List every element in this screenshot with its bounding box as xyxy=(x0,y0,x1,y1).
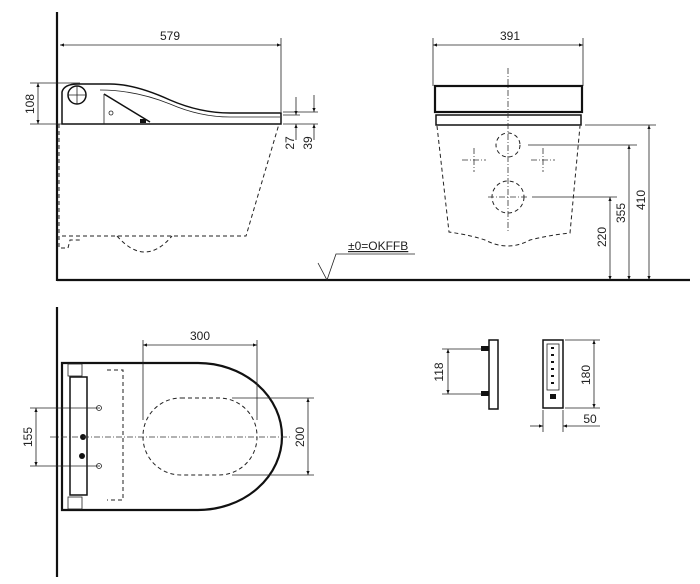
dim-label-410: 410 xyxy=(634,190,648,210)
dim-label-108: 108 xyxy=(23,94,37,114)
dim-label-118: 118 xyxy=(432,362,446,381)
remote-side xyxy=(488,339,499,410)
dim-label-579: 579 xyxy=(160,29,180,43)
front-view: 391 410 355 220 xyxy=(432,29,656,280)
dim-label-155: 155 xyxy=(21,427,35,447)
seat-ring xyxy=(435,114,582,126)
bowl-front-outline xyxy=(436,125,581,247)
floor-reference-label: ±0=OKFFB xyxy=(348,239,408,253)
dim-label-27: 27 xyxy=(283,136,297,150)
seat-unit xyxy=(61,83,282,125)
dim-label-180: 180 xyxy=(579,365,593,385)
hinge-block xyxy=(69,376,88,496)
remote-control-views: 118 180 50 xyxy=(432,339,600,432)
dim-label-50: 50 xyxy=(583,412,597,426)
dim-label-39: 39 xyxy=(301,136,315,150)
dim-label-200: 200 xyxy=(293,427,307,447)
dim-label-355: 355 xyxy=(614,203,628,223)
bowl-opening xyxy=(142,397,258,476)
dim-label-391: 391 xyxy=(500,29,520,43)
plan-view: 300 200 155 xyxy=(21,307,314,577)
side-view: 579 108 27 39 ±0=OKFFB xyxy=(23,12,690,282)
dim-label-220: 220 xyxy=(595,227,609,247)
seat-lid xyxy=(433,84,584,114)
seat-outline-plan xyxy=(60,361,284,512)
bowl-outline xyxy=(58,123,280,249)
dim-label-300: 300 xyxy=(190,329,210,343)
floor-reference-symbol xyxy=(317,253,415,282)
remote-front xyxy=(542,339,564,409)
inlet-circle xyxy=(495,132,521,158)
